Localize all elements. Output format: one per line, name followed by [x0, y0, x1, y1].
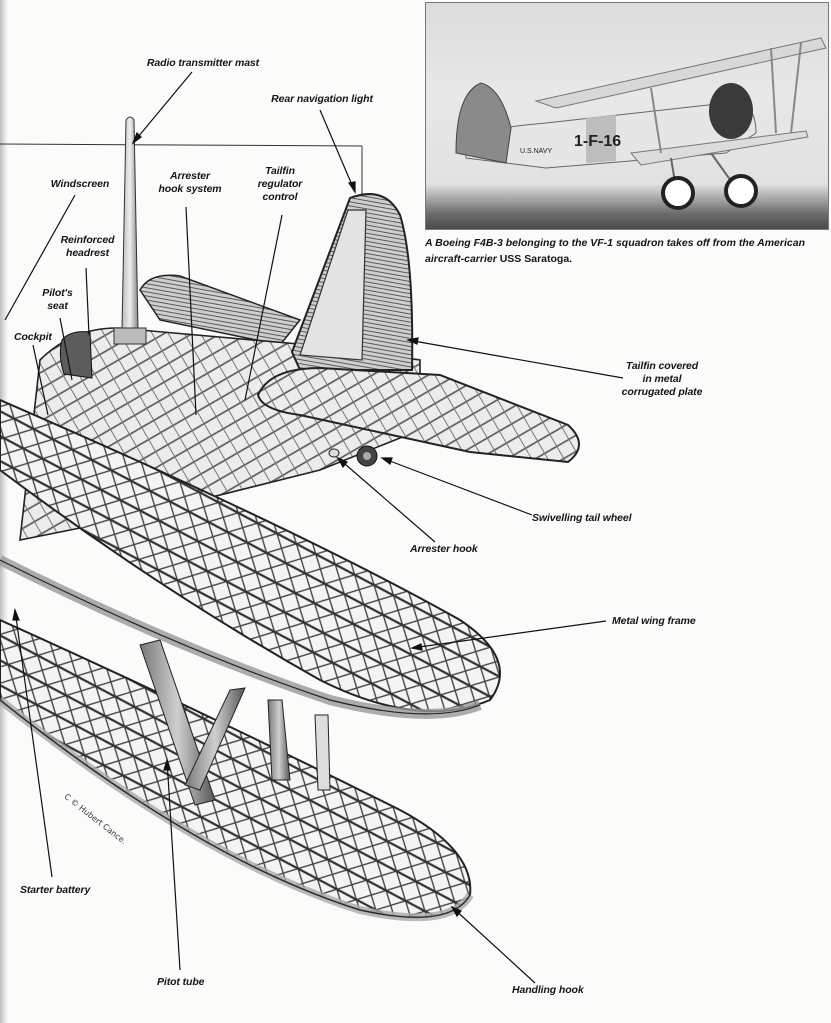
leader-pilot-seat — [59, 317, 73, 381]
photo-fuselage-text: U.S.NAVY — [520, 148, 552, 155]
leader-tailfin-covered — [407, 339, 624, 379]
label-pilots-seat: Pilot's seat — [42, 287, 73, 312]
label-rear-navigation-light: Rear navigation light — [271, 93, 373, 105]
biplane-photo: 1-F-16 U.S.NAVY — [455, 37, 827, 210]
label-swivelling-tail-wheel: Swivelling tail wheel — [532, 512, 632, 524]
leader-handling-hook — [451, 906, 536, 984]
photo-caption: A Boeing F4B-3 belonging to the VF-1 squ… — [425, 235, 830, 267]
caption-ship-name: USS Saratoga. — [499, 253, 573, 265]
strut — [314, 714, 331, 791]
leader-headrest — [85, 267, 90, 336]
headrest — [59, 331, 93, 379]
strut — [267, 699, 291, 781]
leader-pitot-tube — [166, 759, 181, 971]
label-pitot-tube: Pitot tube — [157, 976, 205, 988]
caption-line-2-italic: aircraft-carrier — [425, 253, 500, 265]
leader-arrester-hook-system — [185, 206, 197, 416]
photo-inset: 1-F-16 U.S.NAVY — [425, 2, 829, 230]
radio-mast — [121, 116, 139, 331]
leader-radio-mast — [132, 71, 193, 144]
leader-windscreen — [4, 194, 76, 321]
label-metal-wing-frame: Metal wing frame — [612, 615, 696, 627]
upper-wing — [0, 398, 501, 713]
label-cockpit: Cockpit — [14, 331, 52, 343]
leader-arrester-hook — [337, 457, 436, 543]
label-windscreen: Windscreen — [50, 178, 110, 190]
label-starter-battery: Starter battery — [20, 884, 91, 896]
strut — [184, 687, 246, 791]
leader-starter-battery — [14, 609, 53, 878]
leader-tail-wheel — [381, 457, 533, 516]
antenna-wire — [0, 143, 363, 147]
caption-line-2: aircraft-carrier USS Saratoga. — [425, 251, 830, 267]
photo-marking: 1-F-16 — [574, 133, 621, 150]
horizontal-stabilizer — [256, 366, 580, 464]
label-radio-transmitter-mast: Radio transmitter mast — [146, 57, 260, 69]
label-tailfin-regulator-control: Tailfin regulator control — [257, 165, 303, 203]
label-handling-hook: Handling hook — [512, 984, 584, 996]
leader-cockpit — [32, 344, 49, 416]
label-arrester-hook: Arrester hook — [410, 543, 478, 555]
label-reinforced-headrest: Reinforced headrest — [60, 234, 115, 259]
leader-rear-nav-light — [319, 109, 356, 193]
arrester-hook-part — [328, 448, 340, 458]
label-arrester-hook-system: Arrester hook system — [158, 170, 222, 195]
leader-wing-frame — [411, 620, 607, 649]
label-tailfin-covered: Tailfin covered in metal corrugated plat… — [621, 360, 703, 398]
page-gutter-shadow — [0, 0, 8, 1023]
caption-line-1: A Boeing F4B-3 belonging to the VF-1 squ… — [425, 237, 805, 249]
leader-tailfin-regulator — [244, 214, 283, 401]
